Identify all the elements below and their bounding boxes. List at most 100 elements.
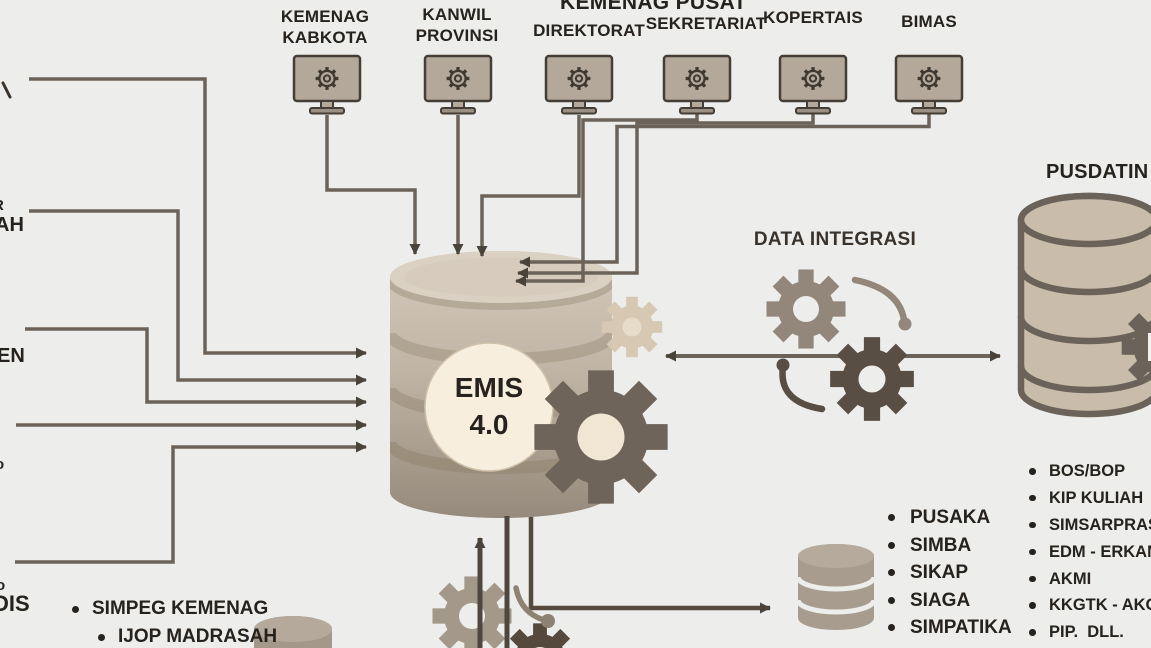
- sync-arc: [513, 585, 547, 623]
- list-item-label: SIMPEG KEMENAG: [92, 598, 269, 619]
- list-item-label: KKGTK - AKG: [1049, 596, 1151, 615]
- list-item-label: BOS/BOP: [1049, 462, 1126, 480]
- connector-direktorat: [476, 115, 581, 257]
- list-item-label: EDM - ERKAM: [1049, 542, 1151, 561]
- emis-gear-icon: [534, 370, 668, 504]
- list-item-label: PIP. DLL.: [1049, 623, 1124, 642]
- output-database-icon: [795, 544, 877, 630]
- list-item: AKMI: [1028, 566, 1151, 593]
- emis-db-label: EMIS 4.0: [421, 369, 557, 443]
- monitor-kemenag-kabkota-icon: [292, 54, 362, 115]
- list-item: SIMPEG KEMENAG: [72, 595, 277, 623]
- pusdatin-database-icon: [1017, 192, 1151, 418]
- label-sekretariat: SEKRETARIAT: [645, 14, 767, 33]
- bullet-icon: [72, 606, 79, 613]
- bullet-icon: [888, 624, 895, 631]
- bullet-icon: [1029, 602, 1036, 609]
- connector-left-5: [15, 441, 367, 564]
- monitor-bimas-icon: [894, 54, 964, 115]
- list-item-label: AKMI: [1049, 569, 1092, 588]
- list-item: KKGTK - AKG: [1028, 592, 1151, 619]
- list-item-label: KIP KULIAH: [1049, 488, 1144, 507]
- connector-left-3: [25, 327, 367, 408]
- connector-bimas: [519, 114, 931, 268]
- left-fragment-6: DIS: [0, 591, 30, 616]
- connector-left-2: [29, 209, 367, 386]
- list-item: PUSAKA: [886, 504, 1012, 532]
- pusdatin-label: PUSDATIN: [1046, 161, 1149, 183]
- bottom-dark-gear-icon: [504, 623, 576, 648]
- bullet-icon: [888, 514, 895, 521]
- bottom-light-gear-icon: [432, 576, 512, 648]
- bottom-left-list: SIMPEG KEMENAG IJOP MADRASAH: [72, 595, 277, 648]
- left-inbound-connectors: [15, 77, 367, 564]
- list-item: BOS/BOP: [1028, 458, 1151, 485]
- list-item: SIAGA: [886, 587, 1012, 615]
- list-item: PIP. DLL.: [1028, 619, 1151, 646]
- list-item-label: IJOP MADRASAH: [118, 626, 278, 647]
- list-item-label: SIMBA: [910, 534, 972, 556]
- integration-gear-dark-icon: [776, 337, 914, 421]
- list-item: EDM - ERKAM: [1028, 539, 1151, 566]
- emis-small-gear-icon: [601, 296, 663, 358]
- left-edge-mark: [1, 81, 12, 99]
- label-line: KANWIL: [422, 5, 492, 24]
- bullet-icon: [888, 596, 895, 604]
- label-line: KEMENAG: [280, 7, 370, 26]
- left-fragment-5: o: [0, 577, 6, 594]
- monitor-kanwil-provinsi-icon: [423, 54, 493, 115]
- label-kemenag-kabkota: KEMENAG KABKOTA: [255, 6, 395, 48]
- bullet-icon: [888, 569, 895, 576]
- left-fragment-2: AH: [0, 214, 24, 236]
- sync-arc-dot: [541, 614, 555, 628]
- monitor-kopertais-icon: [778, 54, 848, 115]
- emis-name: EMIS: [454, 372, 524, 403]
- bullet-icon: [98, 634, 105, 641]
- middle-app-list: PUSAKA SIMBA SIKAP SIAGA SIMPATIKA: [886, 504, 1012, 642]
- connector-left-1: [29, 77, 367, 359]
- pusdatin-gear-icon: [1121, 306, 1151, 388]
- list-item: SIMPATIKA: [886, 614, 1012, 642]
- group-heading-kemenag-pusat: KEMENAG PUSAT: [560, 0, 747, 14]
- connector-kabkota: [325, 115, 421, 255]
- list-item-label: PUSAKA: [910, 507, 991, 528]
- bullet-icon: [888, 541, 895, 549]
- bullet-icon: [1029, 629, 1036, 636]
- connector-sekretariat: [515, 114, 699, 287]
- connector-kopertais: [517, 114, 815, 279]
- label-kanwil-provinsi: KANWIL PROVINSI: [387, 4, 527, 46]
- label-line: PROVINSI: [415, 26, 499, 45]
- left-fragment-4: o: [0, 456, 4, 473]
- list-item: SIMSARPRAS: [1028, 512, 1151, 539]
- list-item: SIKAP: [886, 559, 1012, 587]
- bullet-icon: [1029, 494, 1036, 502]
- top-connectors: [325, 114, 931, 287]
- list-item: KIP KULIAH: [1028, 485, 1151, 512]
- bottom-left-database-icon: [254, 616, 332, 648]
- label-direktorat: DIREKTORAT: [533, 21, 645, 40]
- monitor-direktorat-icon: [544, 54, 614, 115]
- bullet-icon: [1029, 521, 1036, 529]
- label-kopertais: KOPERTAIS: [763, 8, 863, 27]
- left-fragment-3: EN: [0, 345, 25, 367]
- integration-label: DATA INTEGRASI: [753, 229, 917, 250]
- list-item-label: SIMPATIKA: [910, 617, 1012, 638]
- monitor-sekretariat-icon: [662, 54, 732, 115]
- left-fragment-1: R: [0, 197, 4, 214]
- emis-version: 4.0: [469, 409, 509, 440]
- list-item: SIMBA: [886, 532, 1012, 560]
- monitor-icons: [292, 54, 964, 115]
- list-item-label: SIKAP: [910, 562, 969, 583]
- list-item-label: SIMSARPRAS: [1049, 515, 1151, 534]
- integration-gear-light-icon: [766, 269, 912, 349]
- bottom-connectors: [474, 516, 771, 648]
- list-item: IJOP MADRASAH: [98, 623, 277, 648]
- bullet-icon: [1029, 575, 1036, 583]
- list-item-label: SIAGA: [910, 589, 971, 611]
- connector-to-output-db: [528, 517, 771, 614]
- bullet-icon: [1029, 548, 1036, 556]
- label-bimas: BIMAS: [901, 12, 957, 31]
- right-program-list: BOS/BOP KIP KULIAH SIMSARPRAS EDM - ERKA…: [1028, 458, 1151, 646]
